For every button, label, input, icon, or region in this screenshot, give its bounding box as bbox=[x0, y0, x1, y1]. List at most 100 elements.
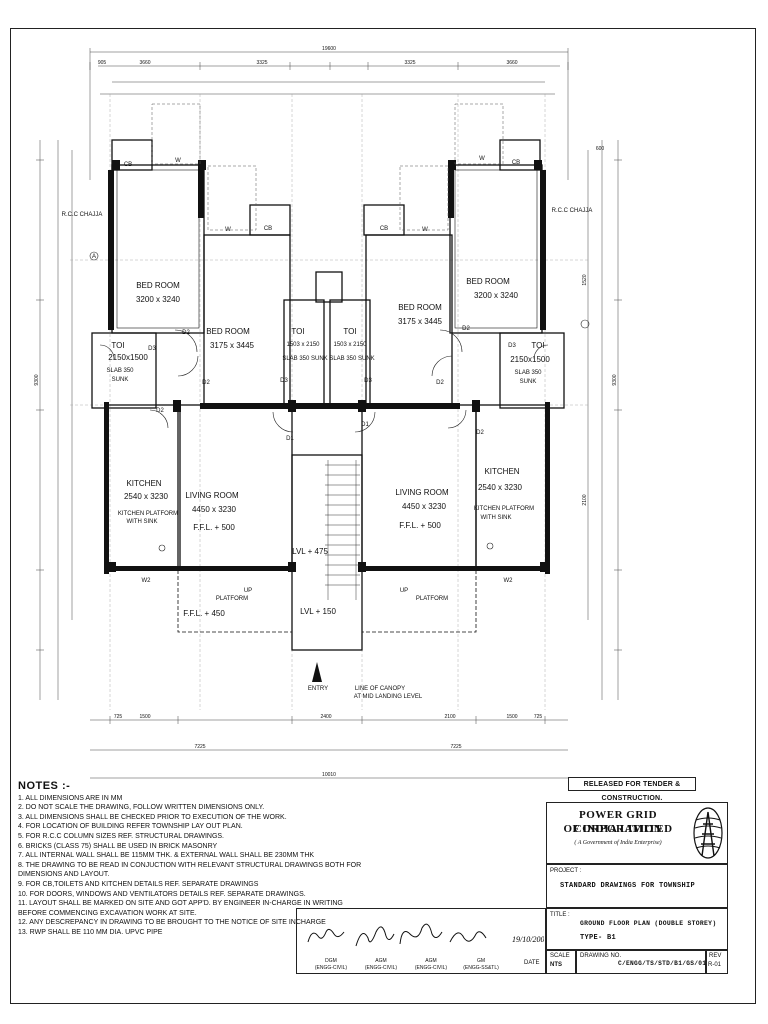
thick-walls bbox=[104, 168, 550, 574]
sheet-border bbox=[10, 28, 756, 1004]
column-blocks bbox=[108, 160, 548, 572]
title-value: GROUND FLOOR PLAN (DOUBLE STOREY) bbox=[580, 920, 717, 927]
label-up-right: UP bbox=[400, 588, 408, 594]
signatory-role: AGM bbox=[375, 958, 387, 964]
label-w-c: W bbox=[422, 227, 428, 233]
dim-bot-4: 2100 bbox=[444, 714, 455, 720]
label-ffl-450: F.F.L. + 450 bbox=[183, 609, 225, 618]
org-line1: POWER GRID CORPORATION bbox=[573, 809, 663, 835]
dim-left-edge: 905 bbox=[98, 60, 107, 66]
type-value: TYPE- B1 bbox=[580, 934, 617, 942]
note-item: BEFORE COMMENCING EXCAVATION WORK AT SIT… bbox=[18, 909, 197, 917]
room-toi-right-slab: SLAB 350 bbox=[514, 370, 542, 376]
note-item: 9. FOR CB,TOILETS AND KITCHEN DETAILS RE… bbox=[18, 880, 259, 888]
room-kitchen-right-note2: WITH SINK bbox=[481, 515, 512, 521]
dim-top-right: 3660 bbox=[506, 60, 517, 66]
signatory-dept: (ENGG-CIVIL) bbox=[314, 965, 348, 971]
signatory-role: GM bbox=[476, 958, 486, 964]
label-d2-b: D2 bbox=[202, 380, 210, 386]
note-item: 7. ALL INTERNAL WALL SHALL BE 115MM THK.… bbox=[18, 852, 315, 860]
note-item: 13. RWP SHALL BE 110 MM DIA. UPVC PIPE bbox=[18, 928, 163, 936]
dim-half-right: 7225 bbox=[450, 744, 461, 750]
label-d2-e: D2 bbox=[436, 380, 444, 386]
label-lvl-150: LVL + 150 bbox=[300, 607, 336, 616]
drawing-no-box bbox=[576, 950, 706, 974]
note-item: 6. BRICKS (CLASS 75) SHALL BE USED IN BR… bbox=[18, 842, 218, 850]
signatures-handwritten: 19/10/2007 bbox=[307, 923, 544, 947]
room-living-right-name: LIVING ROOM bbox=[395, 488, 449, 497]
notes-section: NOTES :- 1. ALL DIMENSIONS ARE IN MM 2. … bbox=[18, 781, 362, 938]
label-w-a: W bbox=[175, 158, 181, 164]
project-value: STANDARD DRAWINGS FOR TOWNSHIP bbox=[560, 882, 696, 890]
dim-side-right: 9300 bbox=[612, 374, 618, 385]
room-bed2-left-size: 3175 x 3445 bbox=[210, 341, 255, 350]
note-item: DIMENSIONS AND LAYOUT. bbox=[18, 871, 110, 879]
org-sub: ( A Government of India Enterprise) bbox=[574, 840, 662, 846]
label-cb-d: CB bbox=[512, 160, 520, 166]
room-kitchen-left-size: 2540 x 3230 bbox=[124, 492, 169, 501]
label-d2-d: D2 bbox=[462, 326, 470, 332]
signatory-dept: (ENGG-CIVIL) bbox=[364, 965, 398, 971]
room-toi-right-sunk: SUNK bbox=[520, 379, 537, 385]
label-d1-left: D1 bbox=[286, 436, 294, 442]
dim-top-mid-right: 3325 bbox=[404, 60, 415, 66]
signature-box bbox=[296, 908, 546, 974]
dim-r-1: 600 bbox=[596, 146, 605, 152]
dim-top-mid-left: 3325 bbox=[256, 60, 267, 66]
scale-value: NTS bbox=[550, 962, 562, 968]
dim-bot-6: 725 bbox=[534, 714, 543, 720]
title-box bbox=[546, 908, 728, 950]
note-item: 10. FOR DOORS, WINDOWS AND VENTILATORS D… bbox=[18, 890, 306, 898]
dim-overall-bottom: 10010 bbox=[322, 772, 336, 778]
sink-icon-right bbox=[486, 542, 494, 550]
label-w2-left: W2 bbox=[142, 578, 152, 584]
note-item: 12. ANY DESCREPANCY IN DRAWING TO BE BRO… bbox=[18, 919, 326, 927]
dim-top-left: 3660 bbox=[139, 60, 150, 66]
label-canopy-2: AT MID LANDING LEVEL bbox=[354, 694, 423, 700]
room-living-left-size: 4450 x 3230 bbox=[192, 505, 237, 514]
rev-box bbox=[706, 950, 728, 974]
room-living-right-ffl: F.F.L. + 500 bbox=[399, 521, 441, 530]
title-label: TITLE : bbox=[550, 912, 570, 918]
note-item: 4. FOR LOCATION OF BUILDING REFER TOWNSH… bbox=[18, 823, 243, 831]
dimension-lines bbox=[39, 48, 619, 779]
room-bed2-left-name: BED ROOM bbox=[206, 327, 250, 336]
dim-half-left: 7225 bbox=[194, 744, 205, 750]
room-toi-c2-name: TOI bbox=[343, 327, 356, 336]
rev-value: R-01 bbox=[708, 962, 722, 968]
room-toi-left-slab: SLAB 350 bbox=[106, 368, 134, 374]
label-w-b: W bbox=[225, 227, 231, 233]
drawing-no-label: DRAWING NO. bbox=[580, 953, 622, 959]
grid-marker-left bbox=[89, 251, 99, 261]
room-living-right-size: 4450 x 3230 bbox=[402, 502, 447, 511]
scale-box bbox=[546, 950, 576, 974]
label-rcc-chajja-right: R.C.C CHAJJA bbox=[552, 208, 593, 214]
label-d2-c: D2 bbox=[156, 408, 164, 414]
org-line2: OF INDIA LIMITED bbox=[563, 823, 673, 835]
label-rcc-chajja-left: R.C.C CHAJJA bbox=[62, 212, 103, 218]
room-toi-left-name: TOI bbox=[111, 341, 124, 350]
room-bed-left-size: 3200 x 3240 bbox=[136, 295, 181, 304]
room-toi-c1-size: 1503 x 2150 bbox=[286, 342, 320, 348]
room-living-left-name: LIVING ROOM bbox=[185, 491, 239, 500]
room-kitchen-right-note1: KITCHEN PLATFORM bbox=[474, 506, 534, 512]
entry-arrow-icon bbox=[312, 662, 322, 682]
label-canopy-1: LINE OF CANOPY bbox=[355, 686, 405, 692]
door-swings bbox=[99, 329, 549, 433]
title-block: POWER GRID CORPORATION OF INDIA LIMITED … bbox=[296, 800, 728, 975]
chajja-outlines bbox=[151, 103, 504, 231]
room-toi-c1-name: TOI bbox=[291, 327, 304, 336]
room-toi-right-name: TOI bbox=[531, 341, 544, 350]
drawing-no-value: C/ENGG/TS/STD/B1/GS/01 bbox=[618, 960, 707, 967]
note-item: 11. LAYOUT SHALL BE MARKED ON SITE AND G… bbox=[18, 900, 343, 908]
date-handwritten: 19/10/2007 bbox=[512, 935, 544, 944]
dimension-ticks bbox=[36, 62, 622, 724]
label-cb-a: CB bbox=[124, 162, 132, 168]
dim-bot-2: 1500 bbox=[139, 714, 150, 720]
label-lvl-475: LVL + 475 bbox=[292, 547, 328, 556]
dim-bot-1: 725 bbox=[114, 714, 123, 720]
room-toi-left-sunk: SUNK bbox=[112, 377, 129, 383]
note-item: 8. THE DRAWING TO BE READ IN CONJUCTION … bbox=[18, 861, 362, 869]
note-item: 1. ALL DIMENSIONS ARE IN MM bbox=[18, 794, 123, 802]
room-toi-right-size: 2150x1500 bbox=[510, 355, 550, 364]
